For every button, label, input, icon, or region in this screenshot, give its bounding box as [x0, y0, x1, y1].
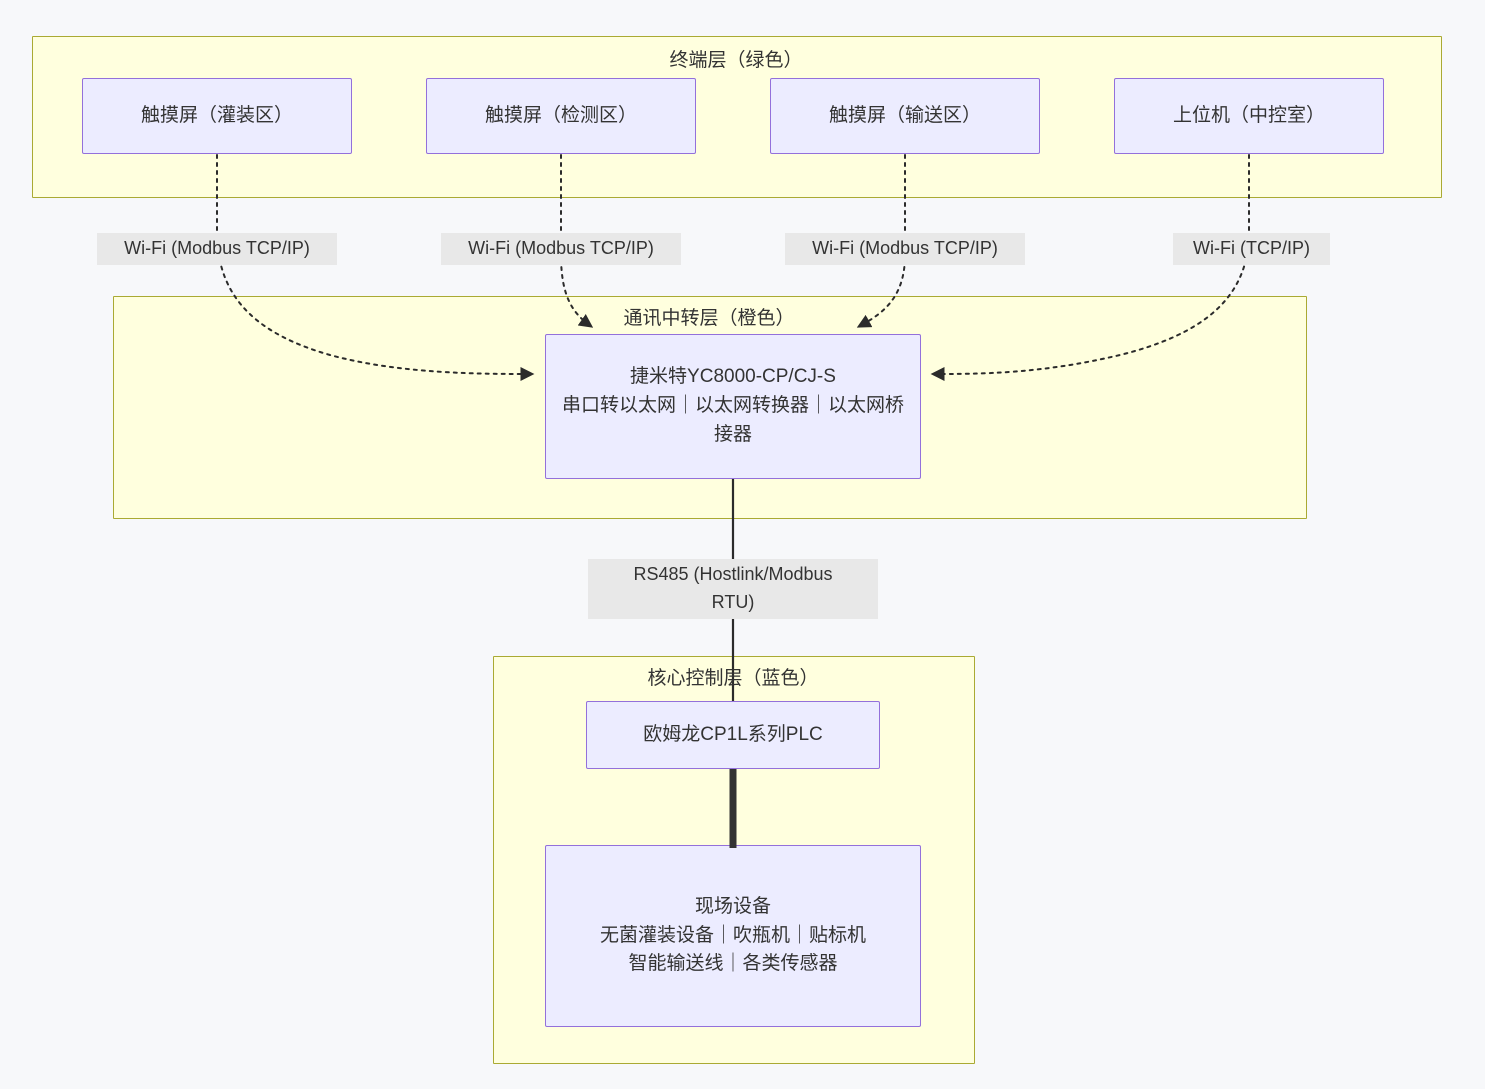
node-jemite-gateway[interactable]: 捷米特YC8000-CP/CJ-S 串口转以太网｜以太网转换器｜以太网桥接器	[545, 334, 921, 479]
node-field-devices[interactable]: 现场设备 无菌灌装设备｜吹瓶机｜贴标机 智能输送线｜各类传感器	[545, 845, 921, 1027]
node-scada-control-room[interactable]: 上位机（中控室）	[1114, 78, 1384, 154]
node-scada-control-room-label: 上位机（中控室）	[1172, 104, 1325, 126]
node-hmi-inspection-area-label: 触摸屏（检测区）	[484, 104, 637, 126]
node-hmi-filling-area-label: 触摸屏（灌装区）	[140, 104, 293, 126]
edge-label-scada-wifi-tcpip: Wi-Fi (TCP/IP)	[1173, 233, 1330, 265]
node-jemite-gateway-model: 捷米特YC8000-CP/CJ-S	[630, 366, 836, 388]
node-jemite-gateway-functions: 串口转以太网｜以太网转换器｜以太网桥接器	[561, 395, 904, 445]
edge-label-hmi1-wifi-modbus: Wi-Fi (Modbus TCP/IP)	[97, 233, 337, 265]
node-hmi-conveying-area[interactable]: 触摸屏（输送区）	[770, 78, 1040, 154]
edge-label-rs485-hostlink-modbus-rtu: RS485 (Hostlink/Modbus RTU)	[588, 559, 878, 619]
node-omron-cp1l-plc[interactable]: 欧姆龙CP1L系列PLC	[586, 701, 880, 769]
edge-label-hmi2-wifi-modbus: Wi-Fi (Modbus TCP/IP)	[441, 233, 681, 265]
node-field-devices-list-2: 智能输送线｜各类传感器	[628, 953, 838, 975]
node-hmi-conveying-area-label: 触摸屏（输送区）	[828, 104, 981, 126]
edge-label-hmi3-wifi-modbus: Wi-Fi (Modbus TCP/IP)	[785, 233, 1025, 265]
node-hmi-inspection-area[interactable]: 触摸屏（检测区）	[426, 78, 696, 154]
node-hmi-filling-area[interactable]: 触摸屏（灌装区）	[82, 78, 352, 154]
cluster-core-control-layer-title: 核心控制层（蓝色）	[647, 668, 819, 689]
node-field-devices-list-1: 无菌灌装设备｜吹瓶机｜贴标机	[599, 924, 866, 946]
node-omron-cp1l-plc-label: 欧姆龙CP1L系列PLC	[643, 723, 823, 745]
node-field-devices-title: 现场设备	[694, 895, 771, 917]
edge-label-rs485-line1: RS485 (Hostlink/Modbus	[633, 564, 833, 584]
cluster-communication-relay-layer-title: 通讯中转层（橙色）	[623, 308, 795, 329]
edge-label-rs485-line2: RTU)	[711, 591, 755, 612]
cluster-terminal-layer-title: 终端层（绿色）	[669, 50, 803, 71]
